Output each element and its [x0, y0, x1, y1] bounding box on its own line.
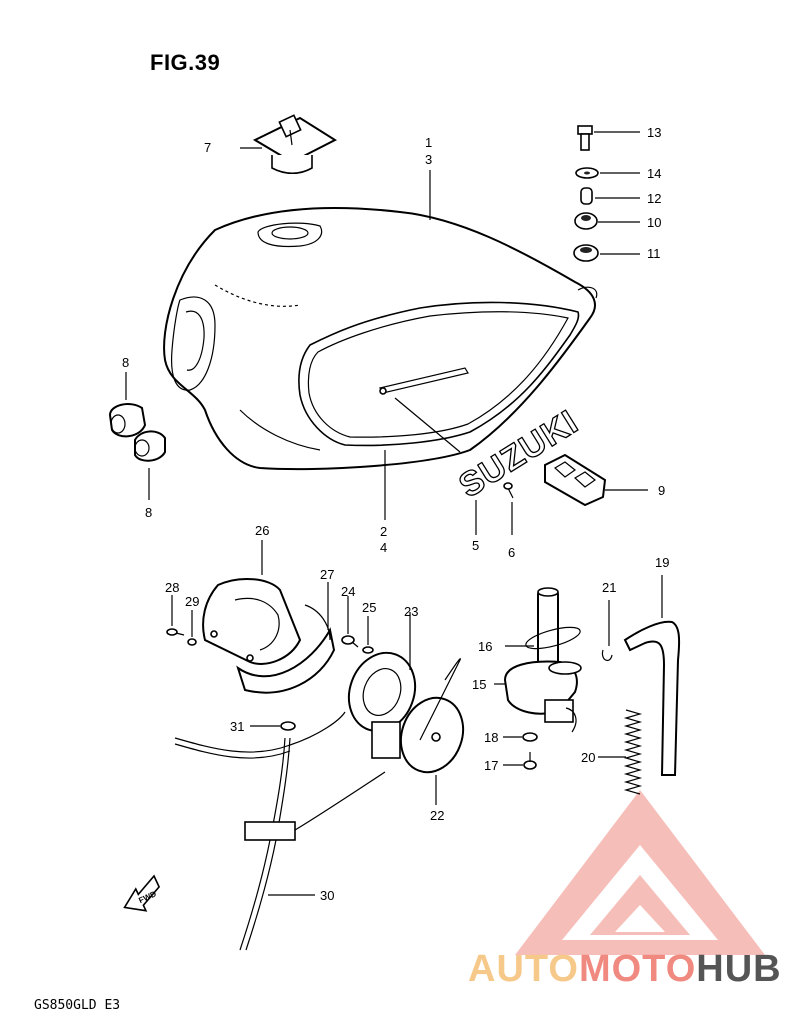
callout-9: 9 [658, 483, 665, 498]
watermark-logo [515, 790, 765, 955]
fuel-tank [163, 206, 598, 471]
callout-25: 25 [362, 600, 376, 615]
callout-8-bottom: 8 [145, 505, 152, 520]
figure-title: FIG.39 [150, 50, 221, 75]
fwd-arrow-icon: FWD [123, 874, 161, 912]
callout-26: 26 [255, 523, 269, 538]
callout-28: 28 [165, 580, 179, 595]
callout-15: 15 [472, 677, 486, 692]
callout-14: 14 [647, 166, 661, 181]
callout-labels: 1 3 7 13 14 12 10 11 8 8 2 4 5 6 9 26 27… [122, 125, 669, 903]
callout-29: 29 [185, 594, 199, 609]
callout-31: 31 [230, 719, 244, 734]
callout-12: 12 [647, 191, 661, 206]
model-code: GS850GLD E3 [34, 998, 121, 1013]
callout-30: 30 [320, 888, 334, 903]
callout-7: 7 [204, 140, 211, 155]
fuel-gauge-sender [347, 612, 465, 805]
callout-16: 16 [478, 639, 492, 654]
callout-23: 23 [404, 604, 418, 619]
callout-8-top: 8 [122, 355, 129, 370]
callout-4: 4 [380, 540, 387, 555]
gasket-plate-26 [202, 540, 302, 665]
watermark-part-hub: HUB [696, 948, 782, 990]
callout-13: 13 [647, 125, 661, 140]
callout-20: 20 [581, 750, 595, 765]
callout-24: 24 [341, 584, 355, 599]
callout-10: 10 [647, 215, 661, 230]
mounting-hardware [573, 125, 640, 262]
callout-18: 18 [484, 730, 498, 745]
wiring-harness [174, 711, 386, 951]
callout-6: 6 [508, 545, 515, 560]
callout-17: 17 [484, 758, 498, 773]
watermark-part-moto: MOTO [578, 948, 697, 990]
callout-2: 2 [380, 524, 387, 539]
callout-11: 11 [647, 246, 661, 261]
callout-22: 22 [430, 808, 444, 823]
watermark-text: AUTOMOTOHUB [468, 948, 782, 991]
watermark-part-auto: AUTO [468, 948, 579, 990]
callout-27: 27 [320, 567, 334, 582]
rubber-block [544, 453, 648, 507]
callout-1: 1 [425, 135, 432, 150]
small-screws [166, 595, 374, 654]
callout-19: 19 [655, 555, 669, 570]
hose-and-spring [598, 575, 681, 795]
gasket-plate-27 [236, 582, 336, 694]
fuel-cock [494, 587, 582, 770]
fuel-cap [240, 114, 338, 175]
callout-3: 3 [425, 152, 432, 167]
callout-21: 21 [602, 580, 616, 595]
tank-cushions [108, 372, 166, 500]
callout-5: 5 [472, 538, 479, 553]
